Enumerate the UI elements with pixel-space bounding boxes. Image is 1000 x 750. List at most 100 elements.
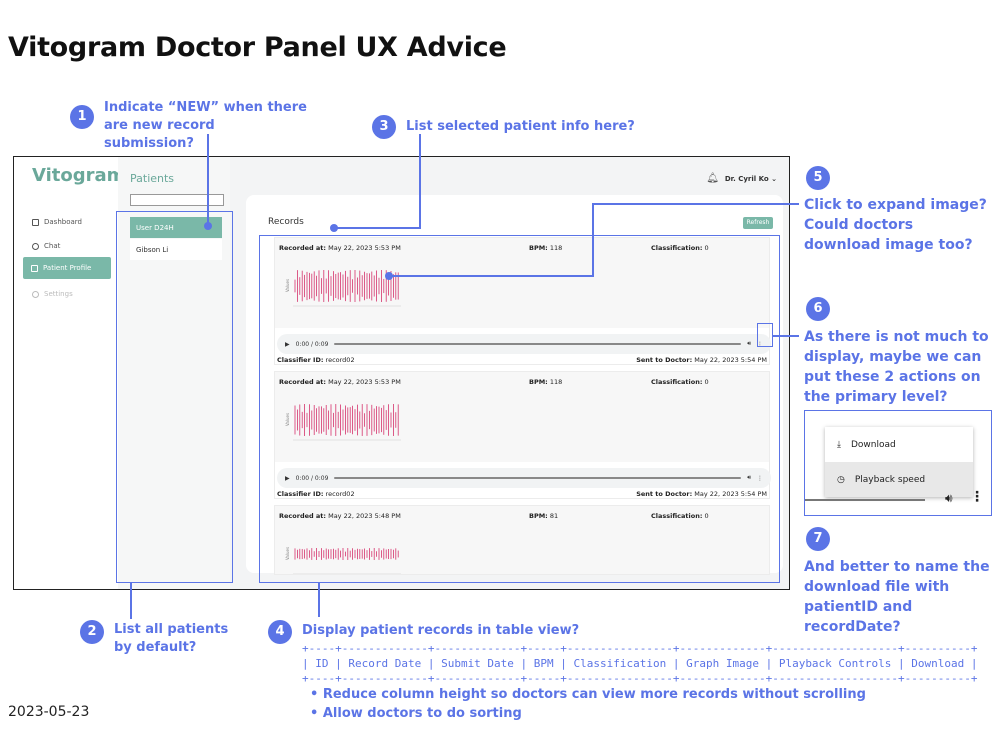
y-axis-label: Values [285,279,290,292]
menu-label: Playback speed [854,474,926,485]
annotation-text: Click to expand image? Could doctors dow… [804,197,987,253]
record-card: Recorded at: May 22, 2023 5:48 PM BPM: 8… [274,505,770,575]
annotation-text: Display patient records in table view? [302,623,580,638]
recommendation-list: Reduce column height so doctors can view… [310,685,866,723]
nav-chat[interactable]: Chat [24,235,112,257]
bell-icon[interactable]: 🔔︎ [706,173,719,184]
highlight-patient-list [116,211,233,583]
connector-line [207,134,209,225]
annotation-text: As there is not much to display, maybe w… [804,329,989,405]
more-options-icon: ⋮ [970,489,984,505]
app-logo: Vitogram [32,165,126,186]
highlight-more-button [757,323,773,347]
profile-icon [31,264,38,272]
patient-item-selected[interactable]: User D24H [130,217,222,238]
annotation-badge: 6 [806,297,830,321]
volume-icon[interactable]: 🔊︎ [747,474,751,481]
nav-label: Settings [44,290,73,298]
connector-dot [204,222,212,230]
annotation-badge: 1 [70,105,94,129]
sent-to-doctor: Sent to Doctor: May 22, 2023 5:54 PM [636,490,767,498]
connector-line [130,583,132,619]
classification: Classification: 0 [651,378,709,386]
user-menu[interactable]: Dr. Cyril Ko ⌄ [725,175,777,183]
more-options-icon[interactable]: ⋮ [757,340,763,348]
audio-track[interactable] [334,477,742,479]
annotation-badge: 4 [268,620,292,644]
bpm: BPM: 118 [529,244,563,252]
bpm: BPM: 118 [529,378,563,386]
annotation-text: And better to name the download file wit… [804,559,990,635]
annotation-text: List all patients by default? [114,622,229,655]
classification: Classification: 0 [651,244,709,252]
document-date: 2023-05-23 [8,704,90,720]
nav-dashboard[interactable]: Dashboard [24,211,112,233]
main-area: 🔔︎ Dr. Cyril Ko ⌄ Records Refresh Record… [230,157,789,589]
audio-track [805,499,925,501]
menu-label: Download [850,439,896,450]
patients-title: Patients [130,172,175,185]
download-icon: ⤓ [837,439,841,450]
audio-time: 0:00 / 0:09 [295,474,329,482]
patient-search-input[interactable] [130,194,224,206]
bpm: BPM: 81 [529,512,559,520]
chat-icon [32,242,39,250]
connector-line [390,275,594,277]
chevron-down-icon: ⌄ [771,175,777,183]
nav-label: Dashboard [44,218,82,226]
waveform-image[interactable]: Values [283,396,403,444]
connector-line [592,203,594,277]
user-name: Dr. Cyril Ko [724,175,769,183]
patients-column: Patients User D24H Gibson Li [118,157,230,589]
connector-line [336,227,421,229]
record-header: Recorded at: May 22, 2023 5:48 PM BPM: 8… [275,506,769,575]
nav-patient-profile[interactable]: Patient Profile [23,257,111,279]
play-icon[interactable]: ▶ [285,340,290,348]
nav-settings[interactable]: Settings [24,283,112,305]
page-title: Vitogram Doctor Panel UX Advice [8,32,507,63]
connector-line [419,134,421,229]
annotation-badge: 5 [806,166,830,190]
connector-line [592,203,799,205]
connector-line [318,583,320,617]
records-panel: Records Refresh Recorded at: May 22, 202… [246,195,783,575]
classifier-id: Classifier ID: record02 [277,356,355,364]
audio-player[interactable]: ▶ 0:00 / 0:09 🔊︎ ⋮ [277,468,771,488]
highlight-records-list [259,235,780,583]
more-options-icon[interactable]: ⋮ [757,474,763,482]
connector-dot [385,272,393,280]
menu-item-download[interactable]: ⤓ Download [825,427,973,462]
annotation-badge: 2 [80,620,104,644]
annotation-text: List selected patient info here? [406,119,635,134]
patient-item[interactable]: Gibson Li [130,239,222,260]
context-menu: ⤓ Download ◷Playback speed [825,427,973,497]
refresh-button[interactable]: Refresh [743,217,773,229]
app-mockup: Vitogram Dashboard Chat Patient Profile … [13,156,790,590]
record-card: Recorded at: May 22, 2023 5:53 PM BPM: 1… [274,237,771,365]
popup-menu-screenshot: ⤓Download ◷Playback speed 🔊︎ ⋮ [804,410,992,516]
y-axis-label: Values [285,547,290,560]
waveform-image[interactable]: Values [283,530,403,575]
annotation-badge: 7 [806,527,830,551]
classification: Classification: 0 [651,512,709,520]
recorded-at: Recorded at: May 22, 2023 5:48 PM [279,512,401,520]
volume-icon[interactable]: 🔊︎ [747,340,751,347]
gear-icon [32,290,39,298]
sidebar: Vitogram Dashboard Chat Patient Profile … [14,157,125,589]
menu-item-playback-speed[interactable]: ◷Playback speed [825,462,973,497]
proposed-table-ascii: +----+-------------+-------------+-----+… [302,642,978,685]
recorded-at: Recorded at: May 22, 2023 5:53 PM [279,378,401,386]
audio-track[interactable] [334,343,742,345]
dashboard-icon [32,218,39,226]
y-axis-label: Values [285,413,290,426]
connector-line [773,335,799,337]
waveform-image[interactable]: Values [283,262,403,310]
audio-time: 0:00 / 0:09 [295,340,329,348]
connector-dot [330,224,338,232]
play-icon[interactable]: ▶ [285,474,290,482]
classifier-id: Classifier ID: record02 [277,490,355,498]
record-card: Recorded at: May 22, 2023 5:53 PM BPM: 1… [274,371,771,499]
audio-player[interactable]: ▶ 0:00 / 0:09 🔊︎ ⋮ [277,334,771,354]
record-footer: Classifier ID: record02 Sent to Doctor: … [277,356,767,364]
annotation-text: Indicate “NEW” when there are new record… [104,100,307,151]
